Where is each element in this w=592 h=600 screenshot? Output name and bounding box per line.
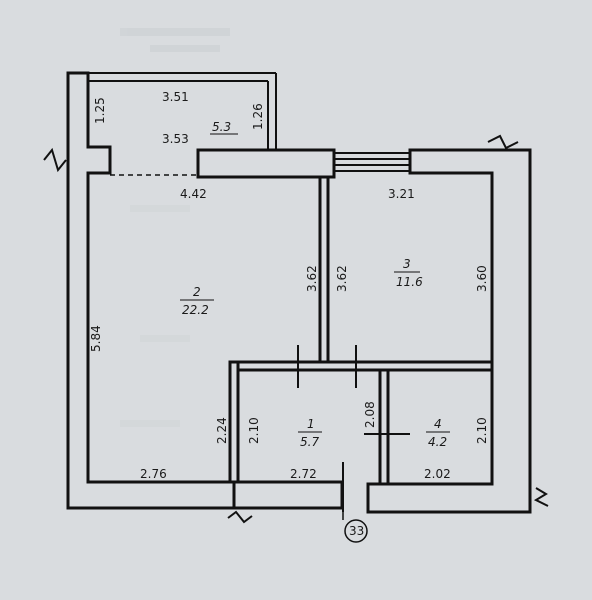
dim-room3-right: 3.60 xyxy=(475,265,489,292)
room-number: 1 xyxy=(307,417,315,431)
room-label-4: 4 4.2 xyxy=(426,417,450,449)
room-label-2: 2 22.2 xyxy=(180,285,214,317)
room-area: 22.2 xyxy=(182,303,209,317)
room-area: 4.2 xyxy=(428,435,447,449)
room-label-balcony: 5.3 xyxy=(210,120,238,135)
room-area: 5.7 xyxy=(300,435,319,449)
room-label-1: 1 5.7 xyxy=(298,417,322,449)
balcony xyxy=(88,72,277,176)
dim-room2-top: 4.42 xyxy=(180,187,207,201)
room-area: 11.6 xyxy=(396,275,423,289)
dim-balcony-right: 1.26 xyxy=(251,103,265,130)
room-number: 4 xyxy=(434,417,442,431)
dim-wall-right: 3.62 xyxy=(335,265,349,292)
dim-balcony-left: 1.25 xyxy=(93,97,107,124)
background-faint-text xyxy=(120,28,230,427)
dim-wall-left: 3.62 xyxy=(305,265,319,292)
apartment-number-badge: 33 xyxy=(344,519,368,543)
dim-bottom-right: 2.02 xyxy=(424,467,451,481)
break-marks xyxy=(43,134,549,524)
door-marks xyxy=(297,345,410,520)
room-number: 3 xyxy=(403,257,411,271)
dim-balcony-outer: 3.51 xyxy=(162,90,189,104)
room-area: 5.3 xyxy=(212,120,231,134)
dim-room4-right: 2.10 xyxy=(475,417,489,444)
dim-balcony-inner: 3.53 xyxy=(162,132,189,146)
dim-room3-top: 3.21 xyxy=(388,187,415,201)
apartment-number: 33 xyxy=(349,524,364,538)
outer-walls xyxy=(66,71,532,514)
room-label-3: 3 11.6 xyxy=(394,257,423,289)
dim-bottom-middle: 2.72 xyxy=(290,467,317,481)
window xyxy=(334,152,410,172)
room-number: 2 xyxy=(193,285,201,299)
dim-corridor-inner-right: 2.08 xyxy=(363,401,377,428)
dim-bottom-left: 2.76 xyxy=(140,467,167,481)
dim-room2-left: 5.84 xyxy=(89,325,103,352)
dim-corridor-left: 2.24 xyxy=(215,417,229,444)
interior-walls xyxy=(228,175,494,486)
dim-corridor-inner-left: 2.10 xyxy=(247,417,261,444)
